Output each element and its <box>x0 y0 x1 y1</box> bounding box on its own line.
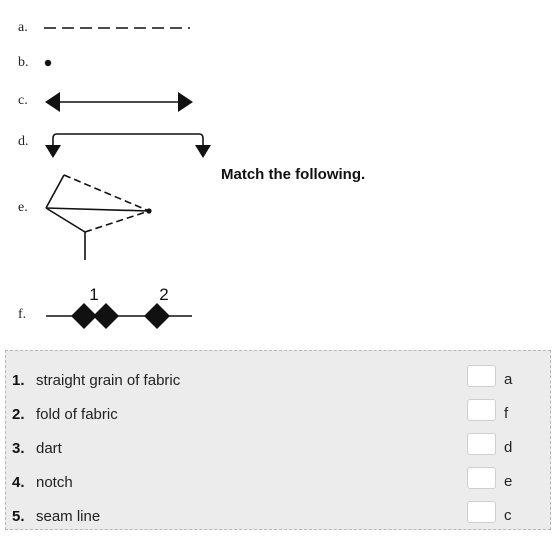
symbol-label-e: e. <box>18 200 28 215</box>
instruction-text: Match the following. <box>221 166 366 183</box>
symbol-label-f: f. <box>18 307 27 322</box>
symbol-label-d: d. <box>18 134 29 149</box>
answer-letter: d <box>504 439 513 456</box>
item-term: fold of fabric <box>36 406 118 423</box>
item-term: dart <box>36 440 62 457</box>
answer-input[interactable] <box>467 399 496 421</box>
double-arrow-icon <box>45 92 193 112</box>
answer-letter: f <box>504 405 509 422</box>
dot-icon <box>44 59 52 67</box>
answer-input[interactable] <box>467 467 496 489</box>
symbol-label-b: b. <box>18 55 29 70</box>
answer-input[interactable] <box>467 501 496 523</box>
item-number: 1. <box>12 372 25 389</box>
item-number: 3. <box>12 440 25 457</box>
match-row: 4. notch e <box>6 465 550 499</box>
item-number: 5. <box>12 508 25 525</box>
notch-icon: 1 2 <box>46 285 192 329</box>
item-term: straight grain of fabric <box>36 372 181 389</box>
item-number: 2. <box>12 406 25 423</box>
answer-letter: e <box>504 473 513 490</box>
match-row: 1. straight grain of fabric a <box>6 363 550 397</box>
answer-letter: a <box>504 371 513 388</box>
match-row: 2. fold of fabric f <box>6 397 550 431</box>
answer-input[interactable] <box>467 365 496 387</box>
answer-input[interactable] <box>467 433 496 455</box>
dashed-line-icon <box>44 27 190 29</box>
item-term: notch <box>36 474 73 491</box>
answer-letter: c <box>504 507 512 524</box>
item-term: seam line <box>36 508 101 525</box>
symbol-label-c: c. <box>18 93 28 108</box>
match-row: 5. seam line c <box>6 499 550 533</box>
matching-panel: 1. straight grain of fabric a 2. fold of… <box>5 350 551 530</box>
dart-icon <box>45 174 152 260</box>
symbol-label-a: a. <box>18 20 28 35</box>
bracket-arrow-icon <box>45 133 211 158</box>
match-row: 3. dart d <box>6 431 550 465</box>
notch-label-1: 1 <box>89 285 98 304</box>
notch-label-2: 2 <box>159 285 168 304</box>
item-number: 4. <box>12 474 25 491</box>
